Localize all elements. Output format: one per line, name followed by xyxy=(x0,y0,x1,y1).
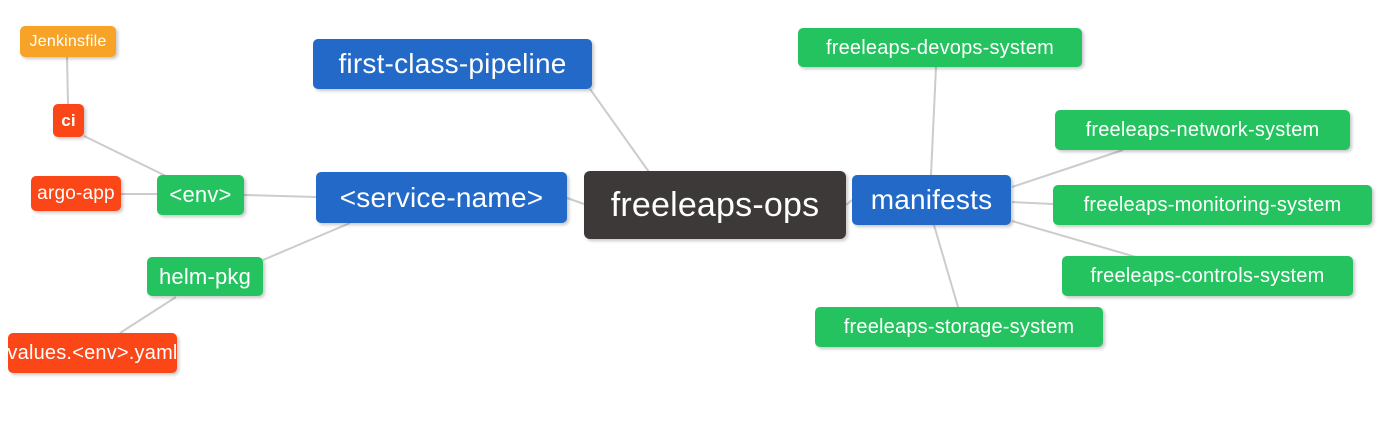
edge-values-env-yaml-helm-pkg xyxy=(119,296,177,334)
edge-manifests-devops-system xyxy=(930,66,937,176)
edge-manifests-storage-system xyxy=(933,224,959,308)
node-devops-system[interactable]: freeleaps-devops-system xyxy=(798,28,1082,67)
node-network-system[interactable]: freeleaps-network-system xyxy=(1055,110,1350,150)
node-env[interactable]: <env> xyxy=(157,175,244,215)
node-ci[interactable]: ci xyxy=(53,104,84,137)
edge-manifests-controls-system xyxy=(1011,220,1137,258)
node-first-class-pipeline[interactable]: first-class-pipeline xyxy=(313,39,592,89)
node-controls-system[interactable]: freeleaps-controls-system xyxy=(1062,256,1353,296)
edge-manifests-network-system xyxy=(1011,149,1124,188)
edge-env-service-name xyxy=(243,194,317,198)
node-jenkinsfile[interactable]: Jenkinsfile xyxy=(20,26,116,57)
node-manifests[interactable]: manifests xyxy=(852,175,1011,225)
node-service-name[interactable]: <service-name> xyxy=(316,172,567,223)
node-helm-pkg[interactable]: helm-pkg xyxy=(147,257,263,296)
edge-service-name-helm-pkg xyxy=(262,222,351,261)
node-values-env-yaml[interactable]: values.<env>.yaml xyxy=(7,333,177,373)
node-monitoring-system[interactable]: freeleaps-monitoring-system xyxy=(1053,185,1372,225)
node-argo-app[interactable]: argo-app xyxy=(31,176,121,211)
edge-jenkinsfile-ci xyxy=(66,56,69,105)
edge-first-class-pipeline-root xyxy=(589,88,650,173)
edge-service-name-root xyxy=(566,197,585,205)
node-root[interactable]: freeleaps-ops xyxy=(584,171,846,239)
edge-ci-env xyxy=(83,135,171,179)
node-storage-system[interactable]: freeleaps-storage-system xyxy=(815,307,1103,347)
edge-manifests-monitoring-system xyxy=(1011,201,1054,205)
